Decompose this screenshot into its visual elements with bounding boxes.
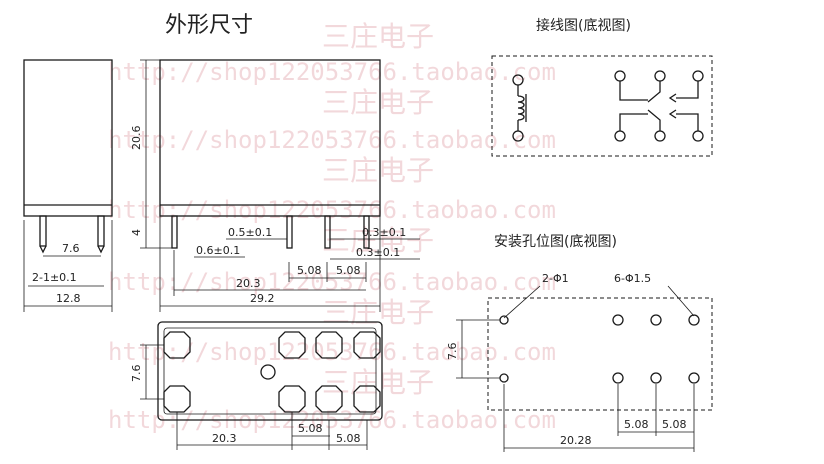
dim-bottom-span: 20.3 [212,432,237,445]
contact-terminal [614,70,626,82]
wiring-outline [491,55,713,157]
side-view: 7.6 2-1±0.1 12.8 [23,59,113,312]
bottom-pin-pad [278,331,306,359]
mounting-title: 安装孔位图(底视图) [494,234,617,250]
contact-terminal [692,70,704,82]
front-view: 20.6 4 0.5±0.1 0.6±0.1 0.3±0.1 0.3±0.1 5… [130,59,420,312]
contact-terminal [654,130,666,142]
side-pin [97,215,105,247]
mounting-outline [487,297,713,411]
watermark-cn: 三庄电子 [322,366,434,399]
watermark-url: http://shop122053766.taobao.com [108,338,556,366]
bottom-pin-pad [315,385,343,413]
front-pin [286,215,293,249]
dim-pin-t1: 0.3±0.1 [362,226,406,239]
bottom-pin-pad [278,385,306,413]
bottom-mark [260,364,276,380]
watermark-cn: 三庄电子 [322,224,434,257]
mount-hole [612,314,624,326]
mount-hole [688,314,700,326]
dim-side-pitch: 7.6 [62,242,80,255]
mount-hole [650,314,662,326]
front-pin [171,215,178,249]
watermark-url: http://shop122053766.taobao.com [108,196,556,224]
dim-pin-w1: 0.5±0.1 [228,226,272,239]
watermark-cn: 三庄电子 [322,20,434,53]
side-body [23,59,113,217]
dim-bottom-p1: 5.08 [298,422,323,435]
dim-span: 20.3 [236,277,261,290]
watermark-cn: 三庄电子 [322,154,434,187]
dim-pin-w2: 0.6±0.1 [196,244,240,257]
dim-length: 29.2 [250,292,275,305]
wiring-title: 接线图(底视图) [536,17,631,34]
side-pin [39,215,47,247]
mount-hole [612,372,624,384]
contact-terminal [692,130,704,142]
front-body [159,59,381,217]
dim-bottom-p2: 5.08 [336,432,361,445]
dim-mount-pitch: 7.6 [446,343,459,361]
contact-arm [676,81,699,99]
contact-arm [676,113,699,131]
mount-hole-small [499,315,509,325]
bottom-pin-pad [163,331,191,359]
watermark-url: http://shop122053766.taobao.com [108,58,556,86]
front-pin [324,215,331,249]
coil-icon [517,95,525,121]
watermark-cn: 三庄电子 [322,86,434,119]
dim-bottom-pitch: 7.6 [130,365,143,383]
dim-depth: 12.8 [56,292,81,305]
label-hole-2: 2-Φ1 [542,272,569,285]
dim-mount-p2: 5.08 [662,418,687,431]
bottom-view: 7.6 20.3 5.08 5.08 [130,321,383,450]
contact-terminal [614,130,626,142]
contact-terminal [654,70,666,82]
dim-p2: 5.08 [336,264,361,277]
dim-p1: 5.08 [297,264,322,277]
dim-pin-length: 4 [130,229,143,236]
dim-side-pin: 2-1±0.1 [32,271,77,284]
wiring-diagram [491,55,713,157]
watermark-layer: 三庄电子 http://shop122053766.taobao.com 三庄电… [108,20,556,434]
contact-switch [647,81,661,103]
watermark-cn: 三庄电子 [322,296,434,329]
dim-height: 20.6 [130,126,143,151]
bottom-pin-pad [353,331,381,359]
outline-title: 外形尺寸 [165,13,253,38]
watermark-url: http://shop122053766.taobao.com [108,126,556,154]
bottom-body [157,321,383,421]
bottom-pin-pad [163,385,191,413]
watermark-url: http://shop122053766.taobao.com [108,268,556,296]
mounting-diagram: 2-Φ1 6-Φ1.5 7.6 5.08 5.08 20.28 [446,272,713,452]
dim-pin-t2: 0.3±0.1 [356,246,400,259]
dim-mount-span: 20.28 [560,434,592,447]
mount-hole-small [499,373,509,383]
front-pin [363,215,370,249]
mount-hole [688,372,700,384]
bottom-pin-pad [353,385,381,413]
contact-arm [619,113,648,131]
mount-hole [650,372,662,384]
label-hole-6: 6-Φ1.5 [614,272,651,285]
dim-mount-p1: 5.08 [624,418,649,431]
bottom-pin-pad [315,331,343,359]
contact-arm [619,81,648,101]
contact-switch [647,109,661,131]
